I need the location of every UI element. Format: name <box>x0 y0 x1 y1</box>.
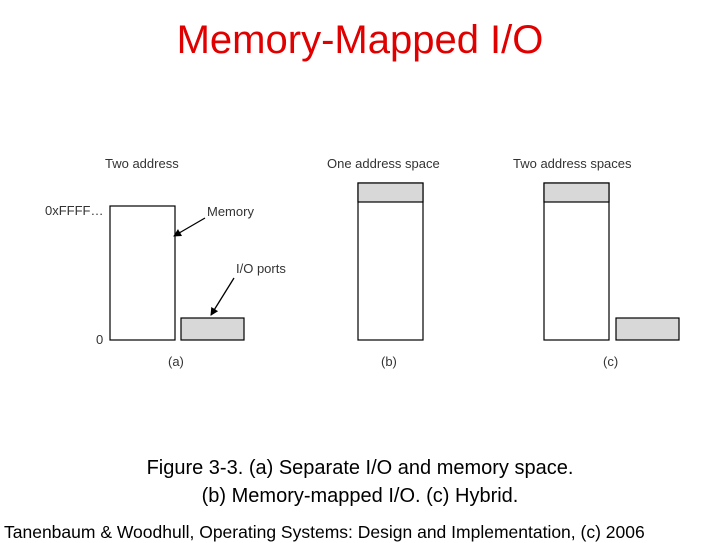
panel-a-label: (a) <box>168 354 184 369</box>
panel-a-heading: Two address <box>105 156 179 171</box>
memory-callout-label: Memory <box>207 204 254 219</box>
figure-caption: Figure 3-3. (a) Separate I/O and memory … <box>0 454 720 510</box>
panel-b-heading: One address space <box>327 156 440 171</box>
caption-line-1: Figure 3-3. (a) Separate I/O and memory … <box>146 457 574 479</box>
top-address-label: 0xFFFF… <box>45 203 104 218</box>
io-ports-region-c-separate <box>615 317 680 341</box>
io-ports-region-c-mapped <box>543 182 610 203</box>
memory-region-a <box>109 205 176 341</box>
panel-c-label: (c) <box>603 354 618 369</box>
io-callout-arrow <box>210 277 235 316</box>
io-ports-region-b <box>357 182 424 203</box>
bottom-address-label: 0 <box>96 332 103 347</box>
memory-region-b <box>357 182 424 341</box>
memory-region-c <box>543 182 610 341</box>
panel-b-label: (b) <box>381 354 397 369</box>
footer-citation: Tanenbaum & Woodhull, Operating Systems:… <box>4 522 645 542</box>
caption-line-2: (b) Memory-mapped I/O. (c) Hybrid. <box>201 485 519 507</box>
panel-c: Two address spaces (c) <box>513 156 680 369</box>
io-ports-region-a <box>180 317 245 341</box>
io-callout-label: I/O ports <box>236 261 286 276</box>
panel-c-heading: Two address spaces <box>513 156 632 171</box>
panel-b: One address space (b) <box>327 156 440 369</box>
panel-a: Two address 0xFFFF… 0 Memory I/O ports (… <box>45 156 286 369</box>
slide-title: Memory-Mapped I/O <box>176 18 544 62</box>
memory-callout-arrow <box>173 217 206 237</box>
